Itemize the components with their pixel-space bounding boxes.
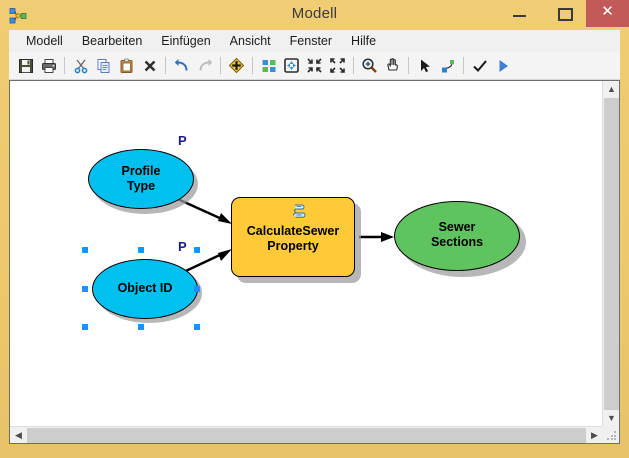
menu-fenster[interactable]: Fenster	[289, 34, 333, 48]
vertical-scrollbar[interactable]: ▲ ▼	[602, 81, 619, 427]
selection-handle-e[interactable]	[194, 286, 200, 292]
selection-handle-w[interactable]	[82, 286, 88, 292]
add-data-icon[interactable]	[225, 54, 248, 77]
script-tool-icon	[290, 202, 308, 220]
title-bar: Modell ✕	[0, 0, 629, 30]
minimize-button[interactable]	[497, 0, 542, 27]
selection-handle-se[interactable]	[194, 324, 200, 330]
maximize-icon	[558, 8, 573, 21]
node-sewer-sections[interactable]	[394, 201, 520, 271]
model-diagram-canvas[interactable]: Profile Type P Object ID P	[10, 81, 603, 427]
scroll-left-arrow-icon[interactable]: ◀	[15, 430, 22, 440]
model-canvas-container: Profile Type P Object ID P	[9, 80, 620, 444]
copy-icon[interactable]	[92, 54, 115, 77]
undo-icon[interactable]	[170, 54, 193, 77]
node-calculate-sewer-property[interactable]	[231, 197, 355, 277]
auto-layout-icon[interactable]	[257, 54, 280, 77]
minimize-icon	[513, 15, 526, 17]
menu-modell[interactable]: Modell	[26, 34, 63, 48]
selection-handle-n[interactable]	[138, 247, 144, 253]
menu-einfuegen[interactable]: Einfügen	[161, 34, 211, 48]
horizontal-scrollbar[interactable]: ◀ ▶	[10, 426, 603, 443]
connector-tool-to-sewer-sections	[359, 232, 394, 242]
paste-icon[interactable]	[115, 54, 138, 77]
selection-handle-nw[interactable]	[82, 247, 88, 253]
close-icon: ✕	[601, 3, 614, 20]
select-tool-icon[interactable]	[413, 54, 436, 77]
scroll-up-arrow-icon[interactable]: ▲	[607, 84, 616, 94]
menu-hilfe[interactable]: Hilfe	[351, 34, 377, 48]
zoom-out-icon[interactable]	[303, 54, 326, 77]
scroll-down-arrow-icon[interactable]: ▼	[607, 413, 616, 423]
node-object-id[interactable]	[92, 259, 198, 319]
maximize-button[interactable]	[542, 0, 587, 27]
print-icon[interactable]	[37, 54, 60, 77]
run-icon[interactable]	[491, 54, 514, 77]
toolbar-separator	[64, 57, 65, 74]
zoom-in-icon[interactable]	[326, 54, 349, 77]
save-icon[interactable]	[14, 54, 37, 77]
node-object-id-parameter-marker: P	[178, 239, 187, 254]
pan-tool-icon[interactable]	[381, 54, 404, 77]
scroll-right-arrow-icon[interactable]: ▶	[591, 430, 598, 440]
redo-icon[interactable]	[193, 54, 216, 77]
toolbar-separator	[165, 57, 166, 74]
menu-bar: Modell Bearbeiten Einfügen Ansicht Fenst…	[9, 30, 620, 52]
validate-icon[interactable]	[468, 54, 491, 77]
resize-grip-icon[interactable]	[607, 431, 617, 441]
close-button[interactable]: ✕	[586, 0, 629, 27]
toolbar-separator	[408, 57, 409, 74]
vertical-scrollbar-thumb[interactable]	[604, 98, 619, 410]
delete-icon[interactable]	[138, 54, 161, 77]
connect-tool-icon[interactable]	[436, 54, 459, 77]
cut-icon[interactable]	[69, 54, 92, 77]
toolbar	[9, 52, 620, 80]
selection-handle-s[interactable]	[138, 324, 144, 330]
scrollbar-corner	[602, 426, 619, 443]
horizontal-scrollbar-thumb[interactable]	[27, 428, 586, 443]
toolbar-separator	[220, 57, 221, 74]
selection-handle-sw[interactable]	[82, 324, 88, 330]
menu-ansicht[interactable]: Ansicht	[229, 34, 271, 48]
zoom-tool-icon[interactable]	[358, 54, 381, 77]
node-profile-type[interactable]	[88, 149, 194, 209]
menu-bearbeiten[interactable]: Bearbeiten	[81, 34, 143, 48]
toolbar-separator	[353, 57, 354, 74]
window-title: Modell	[291, 5, 338, 22]
toolbar-separator	[252, 57, 253, 74]
fit-to-window-icon[interactable]	[280, 54, 303, 77]
node-profile-type-parameter-marker: P	[178, 133, 187, 148]
model-builder-icon	[9, 7, 27, 25]
selection-handle-ne[interactable]	[194, 247, 200, 253]
toolbar-separator	[463, 57, 464, 74]
